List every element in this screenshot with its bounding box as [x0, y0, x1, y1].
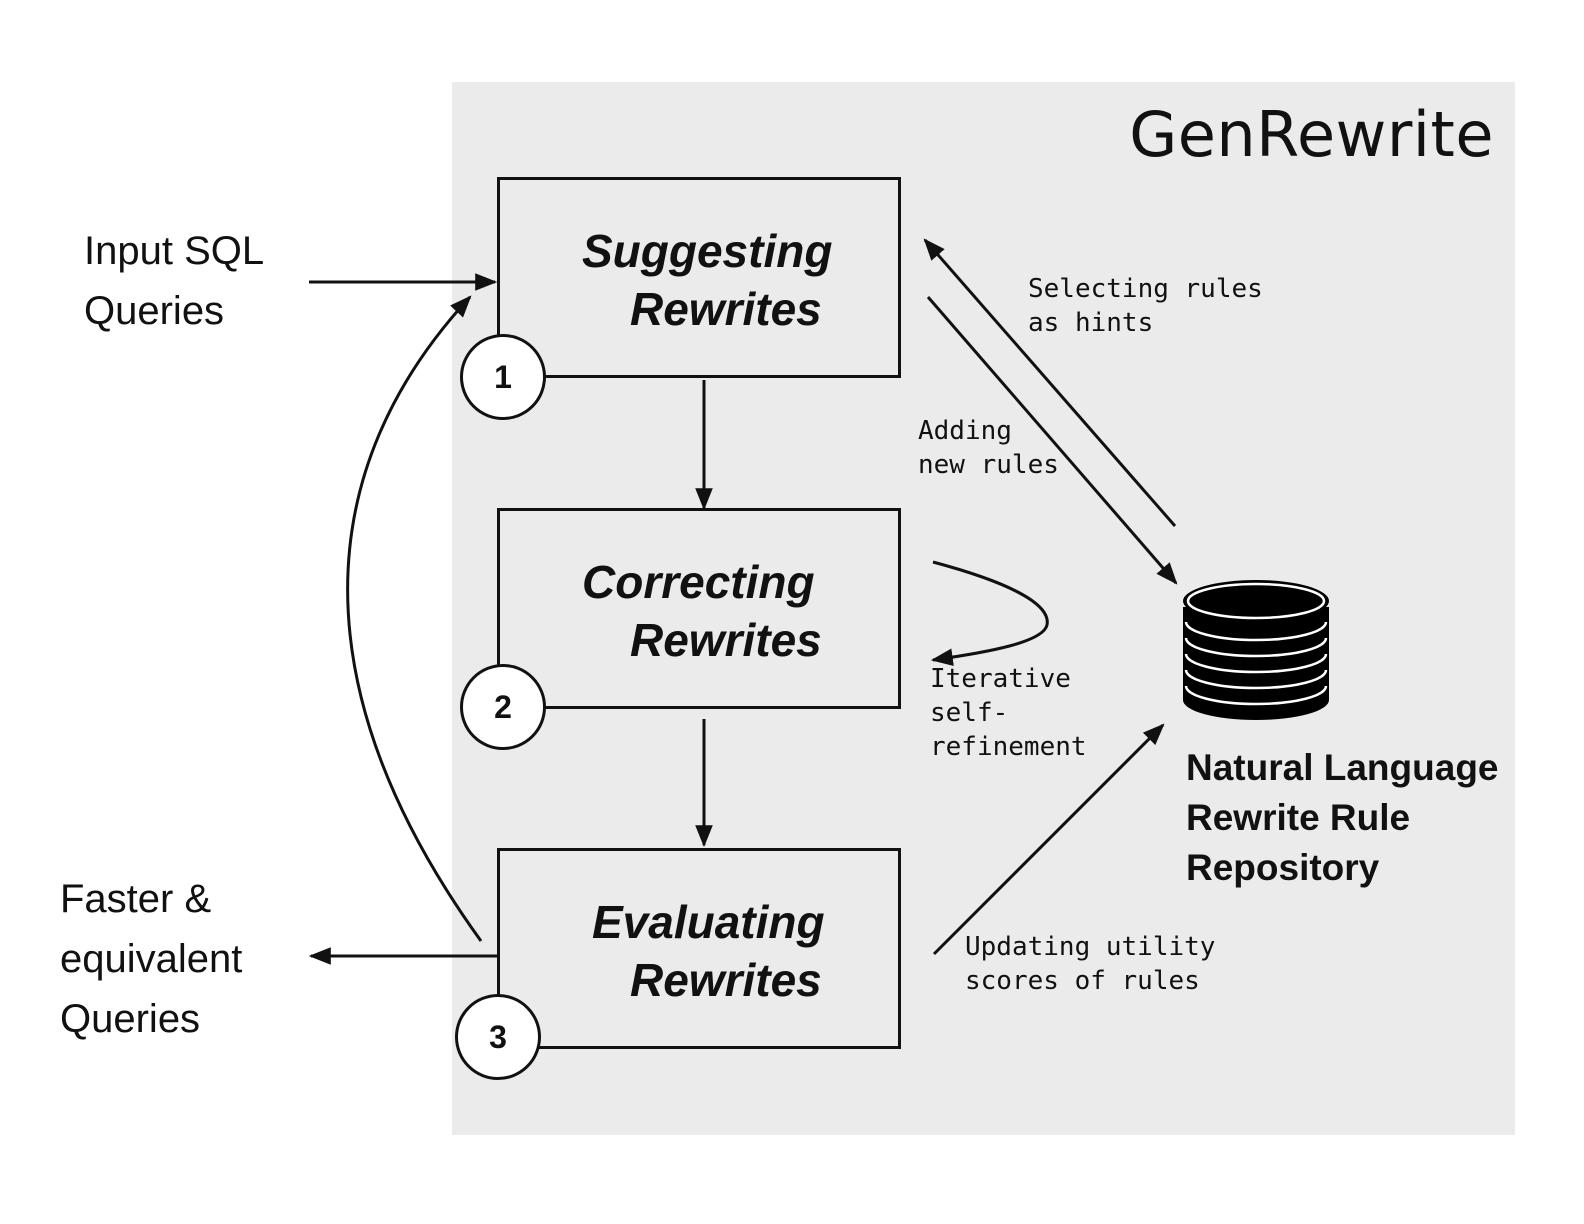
- edge-label-iterative-refinement: Iterative self- refinement: [930, 662, 1087, 764]
- edge-label-line: Updating utility: [965, 932, 1216, 962]
- edge-label-line: Adding: [918, 416, 1012, 446]
- system-title: GenRewrite: [1129, 98, 1494, 171]
- output-label-line: equivalent: [60, 937, 243, 981]
- edge-label-line: Selecting rules: [1028, 274, 1263, 304]
- updating-scores-arrow: [932, 723, 1165, 956]
- step-number-2: 2: [460, 664, 546, 750]
- edge-label-line: Iterative: [930, 664, 1071, 694]
- edge-label-line: scores of rules: [965, 966, 1200, 996]
- step-number-3: 3: [455, 994, 541, 1080]
- stage-box-correcting: Correcting Rewrites: [497, 508, 901, 709]
- repository-label: Natural Language Rewrite Rule Repository: [1186, 743, 1499, 893]
- edge-label-updating-scores: Updating utility scores of rules: [965, 930, 1215, 998]
- stage-title-line1: Evaluating: [592, 896, 825, 948]
- input-label-line: Queries: [84, 289, 225, 333]
- stage-title-line2: Rewrites: [630, 283, 822, 335]
- stage-title-line1: Suggesting: [582, 225, 833, 277]
- input-queries-label: Input SQL Queries: [84, 221, 264, 341]
- stage-box-suggesting: Suggesting Rewrites: [497, 177, 901, 378]
- database-icon: [1183, 580, 1329, 720]
- edge-label-selecting-rules: Selecting rules as hints: [1028, 272, 1263, 340]
- stage-box-evaluating: Evaluating Rewrites: [497, 848, 901, 1049]
- selecting-rules-arrow: [923, 238, 1177, 527]
- adding-rules-arrow: [926, 296, 1178, 585]
- output-label-line: Queries: [60, 997, 201, 1041]
- edge-label-line: self-: [930, 698, 1009, 728]
- repository-label-line: Repository: [1186, 847, 1380, 888]
- edge-label-line: new rules: [918, 450, 1059, 480]
- feedback-loop-arrow: [346, 295, 483, 942]
- stage-title-line2: Rewrites: [630, 614, 822, 666]
- repository-label-line: Rewrite Rule: [1186, 797, 1411, 838]
- stage-title-line1: Correcting: [582, 556, 815, 608]
- output-queries-label: Faster & equivalent Queries: [60, 869, 242, 1049]
- edge-label-line: as hints: [1028, 308, 1154, 338]
- repository-label-line: Natural Language: [1186, 747, 1499, 788]
- step-number-1: 1: [460, 334, 546, 420]
- edge-label-adding-rules: Adding new rules: [918, 414, 1059, 482]
- input-label-line: Input SQL: [84, 229, 265, 273]
- self-refinement-arrow: [930, 560, 1049, 666]
- stage-title-line2: Rewrites: [630, 954, 822, 1006]
- output-label-line: Faster &: [60, 877, 212, 921]
- edge-label-line: refinement: [930, 732, 1087, 762]
